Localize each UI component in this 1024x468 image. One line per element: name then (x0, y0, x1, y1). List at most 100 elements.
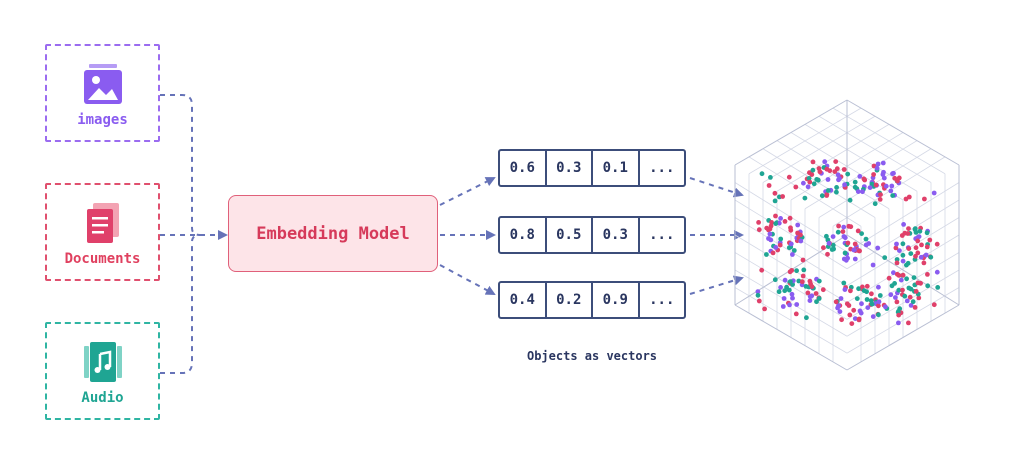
vector-point (864, 297, 870, 302)
vector-cell: 0.5 (547, 218, 593, 252)
vector-point (910, 299, 916, 305)
vector-point (845, 240, 851, 246)
vector-point (901, 222, 906, 227)
vector-point (790, 252, 795, 257)
vector-point (922, 196, 927, 202)
vector-point (755, 289, 761, 294)
vector-point (768, 237, 774, 243)
vector-point (764, 252, 769, 257)
source-label-audio: Audio (81, 390, 124, 406)
vector-point (921, 260, 927, 266)
vector-point (829, 247, 835, 252)
vector-point (906, 194, 912, 200)
vector-point (841, 280, 847, 286)
vector-point (906, 285, 912, 291)
vector-point (836, 223, 841, 229)
vector-row-2: 0.8 0.5 0.3 ... (498, 216, 686, 254)
vector-point (906, 226, 911, 232)
vector-point (756, 298, 762, 304)
vector-point (877, 293, 883, 298)
vector-point (835, 172, 841, 178)
vector-point (908, 303, 914, 308)
vector-point (805, 184, 811, 190)
vector-point (807, 294, 813, 299)
vector-point (810, 167, 816, 173)
vector-point (917, 228, 923, 234)
vector-point (788, 241, 794, 247)
vector-point (911, 275, 917, 280)
vector-point (896, 287, 902, 293)
vector-point (919, 242, 924, 248)
vector-point (913, 289, 919, 294)
vector-point (886, 275, 892, 281)
vector-point (861, 176, 867, 182)
vector-point (906, 246, 912, 252)
documents-icon (86, 203, 119, 243)
vector-point (891, 170, 896, 176)
vector-point (866, 241, 872, 246)
vector-point (867, 185, 873, 190)
vector-point (851, 247, 857, 253)
vector-cell: 0.8 (500, 218, 547, 252)
vector-point (894, 299, 900, 305)
vector-point (864, 283, 870, 289)
vector-point (782, 288, 788, 294)
vector-point (876, 303, 881, 309)
vector-point (826, 240, 832, 246)
vector-point (863, 236, 869, 242)
vector-point (925, 272, 930, 277)
vector-point (894, 257, 900, 262)
vector-point (834, 189, 839, 195)
vector-point (859, 231, 864, 237)
vector-point (913, 253, 918, 259)
vector-point (900, 272, 906, 278)
cube-edge (734, 304, 848, 371)
vector-point (825, 251, 830, 257)
vector-point (794, 302, 800, 307)
vector-point (803, 284, 809, 289)
vector-point (902, 293, 908, 299)
vector-point (931, 302, 937, 308)
source-documents-box: Documents (45, 183, 160, 281)
vector-point (786, 287, 792, 293)
embedding-model-label: Embedding Model (256, 223, 410, 244)
vector-point (807, 179, 813, 185)
vector-point (870, 262, 876, 268)
vector-point (807, 298, 813, 303)
vector-point (793, 311, 799, 317)
vector-point (845, 171, 851, 177)
vector-point (848, 288, 853, 294)
vector-point (824, 193, 830, 198)
vector-point (776, 220, 782, 226)
cube-edge (734, 99, 848, 166)
vector-point (816, 296, 822, 301)
vector-point (852, 316, 858, 321)
vector-point (893, 245, 899, 251)
vector-point (814, 299, 819, 305)
vector-point (924, 244, 930, 250)
vector-point (856, 248, 862, 254)
vector-point (898, 277, 904, 283)
vector-point (876, 284, 881, 290)
vector-point (924, 230, 930, 236)
vector-cell: 0.3 (547, 151, 593, 185)
vector-cell: 0.2 (547, 283, 593, 317)
vector-point (888, 292, 894, 298)
vector-cell-ellipsis: ... (649, 160, 675, 176)
vector-row-1: 0.6 0.3 0.1 ... (498, 149, 686, 187)
vector-point (905, 260, 911, 266)
vector-point (793, 184, 799, 190)
vector-point (799, 279, 805, 285)
vector-point (798, 238, 804, 244)
vector-point (809, 284, 815, 289)
vector-point (801, 267, 807, 273)
vector-point (794, 268, 799, 274)
vector-point (782, 277, 788, 283)
vector-point (776, 289, 782, 295)
vector-point (931, 190, 937, 196)
vector-point (848, 224, 854, 230)
vector-point (756, 227, 762, 233)
vector-point (934, 269, 940, 275)
vector-point (852, 241, 858, 247)
vector-point (814, 177, 820, 182)
